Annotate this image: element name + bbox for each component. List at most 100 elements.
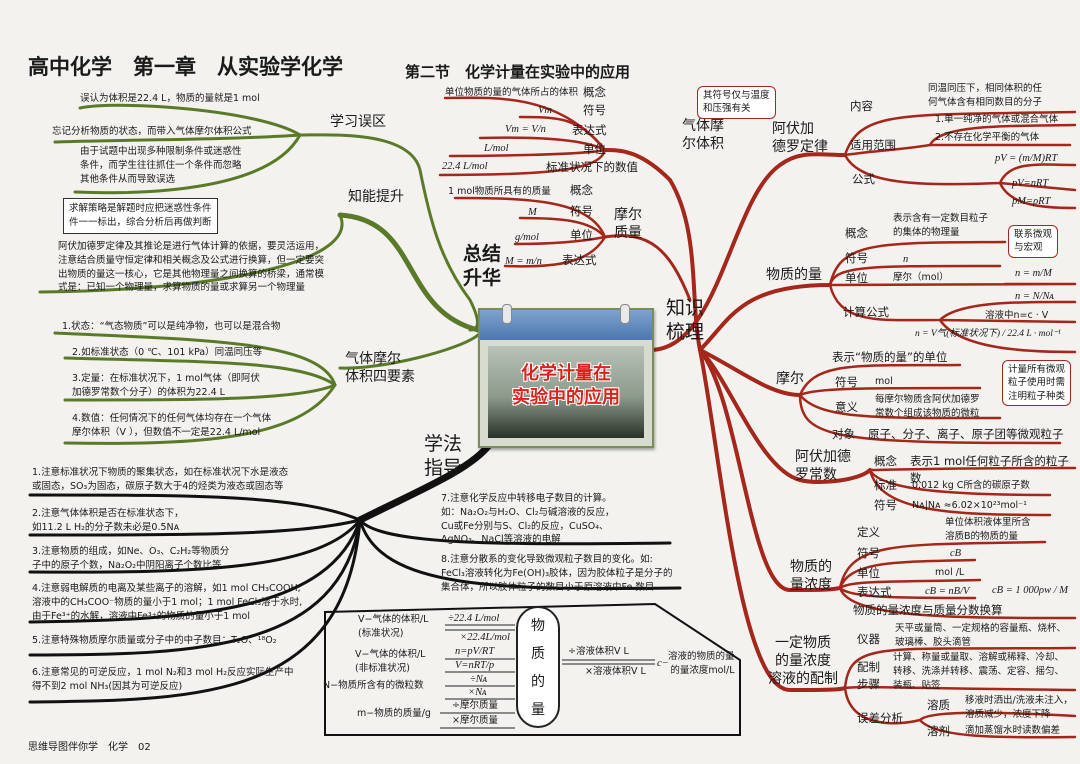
key: 概念 — [845, 226, 868, 240]
branch-knowledge: 知识 梳理 — [666, 297, 705, 343]
avogadro-const-label: 阿伏加德 罗常数 — [795, 449, 851, 484]
value: Nᴀ|Nᴀ ≈6.02×10²³mol⁻¹ — [912, 500, 1027, 511]
value: L/mol — [484, 143, 509, 154]
amount-label: 物质的量 — [766, 267, 822, 283]
guide-item: 8.注意分散系的变化导致微观粒子数目的变化。如: FeCl₃溶液转化为Fe(OH… — [441, 554, 673, 593]
molar-mass-label: 摩尔 质量 — [614, 207, 642, 242]
value: cB — [950, 548, 962, 559]
lab-glassware-image — [488, 346, 644, 438]
mistake-item: 忘记分析物质的状态，而带入气体摩尔体积公式 — [52, 126, 252, 137]
conv-label: ÷Nᴀ — [470, 674, 487, 685]
key: 符号 — [583, 103, 606, 117]
key: 公式 — [852, 172, 875, 186]
value: 移液时洒出/洗液未注入， 溶质减少，浓度下降 — [965, 695, 1073, 720]
key: 定义 — [857, 525, 880, 539]
value: 2.不存在化学平衡的气体 — [935, 132, 1040, 143]
value: 22.4 L/mol — [442, 161, 488, 172]
value: g/mol — [515, 232, 539, 243]
value: 摩尔（mol） — [893, 272, 949, 283]
mistake-item: 误认为体积是22.4 L，物质的量就是1 mol — [80, 93, 260, 104]
value: mol — [875, 376, 893, 387]
key: 单位 — [845, 271, 868, 285]
mistake-item: 由于试题中出现多种限制条件或迷惑性 条件，而学生往往抓住一个条件而忽略 其他条件… — [80, 146, 242, 185]
key: 单位 — [857, 566, 880, 580]
key: 标准状况下的数值 — [546, 160, 638, 174]
key: 单位 — [570, 228, 593, 242]
conv-concentration: 溶液的物质的量 的量浓度mol/L — [668, 651, 735, 676]
mistake-tip-box: 求解策略是解题时应把迷惑性条件 件一一标出，综合分析后再做判断 — [63, 198, 218, 234]
conv-volume-nonstd: V−气体的体积/L (非标准状况) — [355, 649, 426, 674]
value: 单位体积液体里所含 溶质B的物质的量 — [945, 517, 1031, 542]
conv-label: ×22.4L/mol — [460, 632, 510, 643]
key: 仪器 — [857, 632, 880, 646]
branch-summary: 总结 升华 — [463, 243, 502, 289]
key: 概念 — [874, 454, 897, 468]
conv-label: V=nRT/p — [455, 660, 495, 671]
value: 原子、分子、离子、原子团等微观粒子 — [868, 427, 1064, 441]
formula: n = N/Nᴀ — [1015, 291, 1054, 302]
value: 单位物质的量的气体所占的体积 — [445, 87, 579, 98]
key: 表达式 — [562, 253, 597, 267]
key: 内容 — [850, 99, 873, 113]
ability-label: 知能提升 — [348, 189, 404, 205]
key: 溶剂 — [927, 724, 950, 738]
key: 误差分析 — [857, 711, 903, 725]
conversion-center: 物 质 的 量 — [516, 606, 560, 728]
mistakes-label: 学习误区 — [330, 114, 386, 130]
value: Vm = V/n — [505, 124, 546, 135]
footer: 思维导图伴你学 化学 02 — [28, 742, 151, 753]
key: 标准 — [874, 478, 897, 492]
conv-mass: m−物质的质量/g — [357, 708, 431, 719]
conv-label: c− — [657, 658, 669, 669]
value: 天平或量筒、一定规格的容量瓶、烧杯、 玻璃棒、胶头滴管 — [895, 623, 1067, 648]
value: 0.012 kg C所含的碳原子数 — [912, 480, 1030, 491]
key: 符号 — [857, 546, 880, 560]
value: M — [528, 207, 537, 218]
formula: pV = (m/M)RT — [995, 153, 1058, 164]
element-item: 2.如标准状态（0 ℃、101 kPa）同温同压等 — [72, 347, 263, 358]
key: 符号 — [874, 498, 897, 512]
calendar-ring-icon — [502, 304, 512, 324]
conv-label: n=pV/RT — [455, 646, 495, 657]
value: 计算、称量或量取、溶解或稀释、冷却、 转移、洗涤并转移、震荡、定容、摇匀、 装瓶… — [893, 652, 1065, 691]
key: 对象 — [832, 427, 855, 441]
value: mol /L — [935, 567, 965, 578]
conv-label: ÷22.4 L/mol — [448, 613, 500, 624]
key: 单位 — [583, 142, 606, 156]
value: M = m/n — [505, 256, 542, 267]
conv-label: ÷溶液体积V L — [568, 646, 629, 657]
formula: n = V气(标准状况下) / 22.4 L · mol⁻¹ — [915, 329, 1061, 339]
guide-item: 5.注意特殊物质摩尔质量或分子中的中子数目：T₂O、¹⁸O₂ — [32, 635, 277, 646]
guide-item: 3.注意物质的组成，如Ne、O₃、C₂H₂等物质分 子中的原子个数，Na₂O₂中… — [32, 546, 230, 571]
value: 1.单一纯净的气体或混合气体 — [935, 114, 1059, 125]
avogadro-law-label: 阿伏加 德罗定律 — [772, 121, 828, 156]
key: 表达式 — [572, 123, 607, 137]
formula: n = m/M — [1015, 268, 1052, 279]
branch-method: 学法 指导 — [424, 433, 463, 479]
gas-molar-callout: 其符号仅与温度 和压强有关 — [697, 86, 776, 119]
value: 表示“物质的量”的单位 — [832, 350, 948, 364]
mole-label: 摩尔 — [776, 371, 804, 387]
conv-label: ×摩尔质量 — [452, 715, 498, 726]
value: 1 mol物质所具有的质量 — [448, 186, 551, 197]
value: 滴加蒸馏水时读数偏差 — [965, 725, 1061, 736]
key: 配制 步骤 — [857, 660, 880, 691]
conv-label: ×溶液体积V L — [585, 666, 646, 677]
formula: pM=ρRT — [1012, 196, 1051, 207]
value: cB = nB/V — [925, 586, 970, 597]
element-item: 3.定量：在标准状况下，1 mol气体（即阿伏 加德罗常数个分子）的体积为22.… — [72, 373, 260, 398]
key: 溶质 — [927, 698, 950, 712]
value: 每摩尔物质含阿伏加德罗 常数个组成该物质的微粒 — [875, 394, 980, 419]
value: 表示1 mol任何粒子所含的粒子数 — [910, 454, 1069, 485]
conv-label: ×Nᴀ — [468, 687, 487, 698]
key: 物质的量浓度与质量分数换算 — [853, 603, 1003, 617]
concentration-label: 物质的 量浓度 — [790, 559, 832, 594]
key: 符号 — [835, 375, 858, 389]
key: 适用范围 — [850, 138, 896, 152]
key: 概念 — [583, 85, 606, 99]
guide-item: 7.注意化学反应中转移电子数目的计算。 如：Na₂O₂与H₂O、Cl₂与碱溶液的… — [441, 493, 615, 546]
conv-label: ÷摩尔质量 — [452, 700, 498, 711]
value: 表示含有一定数目粒子 的集体的物理量 — [893, 213, 989, 238]
guide-item: 4.注意弱电解质的电离及某些离子的溶解，如1 mol CH₃COOH, 溶液中的… — [32, 583, 303, 622]
